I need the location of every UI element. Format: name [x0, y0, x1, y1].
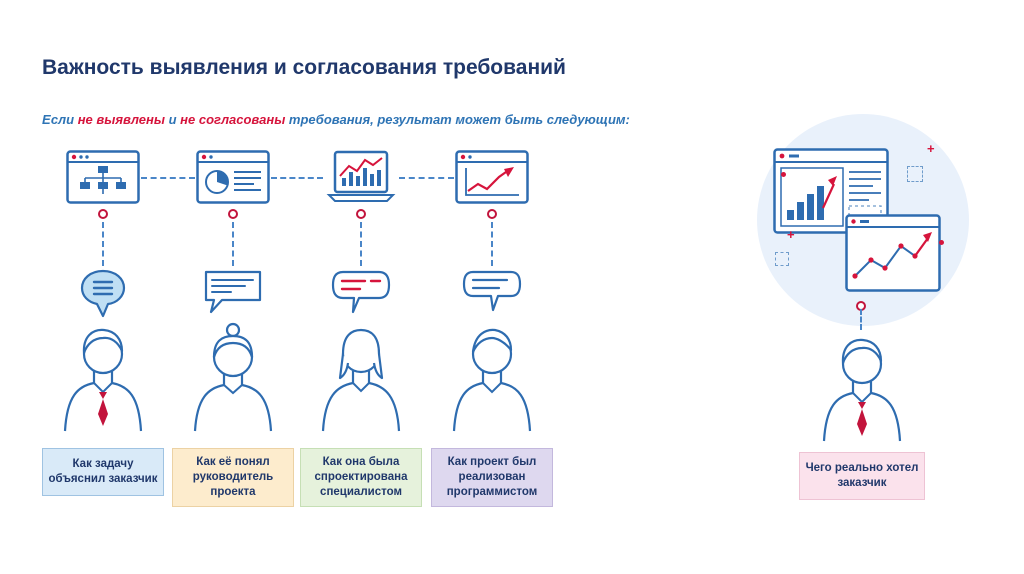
connector-dot [228, 209, 238, 219]
dashed-connector [399, 177, 454, 179]
caption-customer-real-wish: Чего реально хотел заказчик [799, 452, 925, 500]
rounded-speech-bubble-icon [460, 268, 524, 318]
connector-dot [356, 209, 366, 219]
dashed-connector [141, 177, 195, 179]
decor-dashed-square [907, 166, 923, 182]
connector-dot [98, 209, 108, 219]
avatar-project-manager [188, 320, 278, 432]
dashed-connector [271, 177, 323, 179]
laptop-bar-chart-icon [324, 150, 398, 204]
caption-manager-view: Как её понял руководитель проекта [172, 448, 294, 507]
subtitle-segment: Если [42, 112, 78, 127]
avatar-specialist [316, 320, 406, 432]
dashed-connector [491, 222, 493, 266]
dashed-connector [360, 222, 362, 266]
decor-plus-mark: + [927, 141, 935, 156]
caption-specialist-view: Как она была спроектирована специалистом [300, 448, 422, 507]
caption-programmer-view: Как проект был реализован программистом [431, 448, 553, 507]
subtitle-segment: и [164, 112, 181, 127]
decor-dashed-square [775, 252, 789, 266]
column-project-manager: Как её понял руководитель проекта [167, 150, 299, 507]
subtitle-segment-emphasis: не выявлены [77, 112, 165, 127]
dashboard-line-chart-window-icon [845, 214, 941, 292]
column-customer: Как задачу объяснил заказчик [37, 150, 169, 496]
decor-dot [939, 240, 944, 245]
rect-speech-bubble-icon [201, 268, 265, 318]
rounded-speech-bubble-red-lines-icon [329, 268, 393, 318]
caption-customer-view: Как задачу объяснил заказчик [42, 448, 164, 496]
avatar-customer [58, 320, 148, 432]
dashed-connector [860, 309, 862, 330]
round-filled-speech-bubble-icon [71, 268, 135, 318]
avatar-customer-result [817, 330, 907, 442]
column-programmer: Как проект был реализован программистом [426, 150, 558, 507]
dashboard-bar-chart-window-icon [773, 148, 889, 234]
sitemap-window-icon [66, 150, 140, 204]
page-title: Важность выявления и согласования требов… [42, 56, 566, 79]
line-chart-window-icon [455, 150, 529, 204]
subtitle-segment-emphasis: не согласованы [180, 112, 286, 127]
dashed-connector [102, 222, 104, 266]
result-circle: + + [757, 114, 969, 326]
pie-report-window-icon [196, 150, 270, 204]
decor-dot [781, 172, 786, 177]
decor-plus-mark: + [787, 227, 795, 242]
subtitle: Если не выявлены и не согласованы требов… [42, 112, 630, 127]
dashed-connector [232, 222, 234, 266]
avatar-programmer [447, 320, 537, 432]
column-specialist: Как она была спроектирована специалистом [295, 150, 427, 507]
connector-dot [487, 209, 497, 219]
subtitle-segment: требования, результат может быть следующ… [285, 112, 630, 127]
